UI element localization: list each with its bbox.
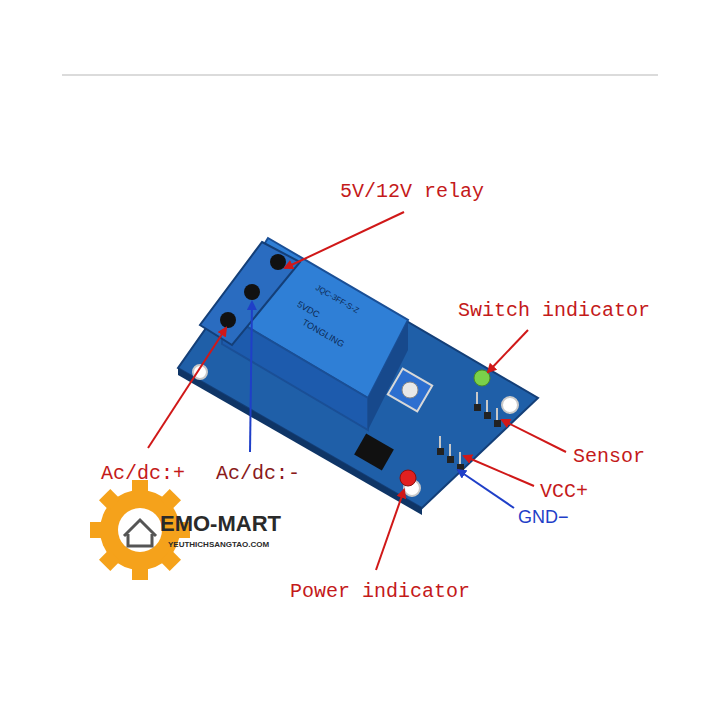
terminal-screw	[270, 254, 286, 270]
terminal-block	[200, 242, 300, 345]
red-led	[400, 470, 416, 486]
leader-arrow	[285, 212, 404, 268]
watermark: YEUTHICHSANGTAO.COM	[168, 541, 269, 550]
terminal-label: Ac/dc:-	[216, 463, 300, 485]
ic-chip	[354, 434, 394, 471]
rule-line	[62, 74, 658, 76]
pin-label: VCC+	[540, 481, 588, 503]
part-label: 5V/12V relay	[340, 181, 484, 203]
part-label: Switch indicator	[458, 300, 650, 322]
pin-header	[437, 404, 501, 471]
leader-arrow	[502, 420, 566, 452]
terminal-label: Ac/dc:+	[101, 463, 185, 485]
mount-hole	[502, 397, 518, 413]
pin-label: GND−	[518, 508, 569, 528]
leader-arrow	[376, 490, 404, 570]
leader-arrow	[148, 328, 226, 448]
potentiometer-knob	[402, 382, 418, 398]
leader-arrow	[488, 330, 528, 372]
watermark: EMO-MART	[160, 512, 281, 536]
part-label: Power indicator	[290, 581, 470, 603]
terminal-screw	[220, 312, 236, 328]
leader-arrow	[250, 302, 252, 452]
leader-arrow	[458, 470, 514, 508]
potentiometer	[388, 369, 432, 412]
terminal-screw	[244, 284, 260, 300]
green-led	[474, 370, 490, 386]
header-pins	[440, 392, 497, 464]
pin-label: Sensor	[573, 446, 645, 468]
